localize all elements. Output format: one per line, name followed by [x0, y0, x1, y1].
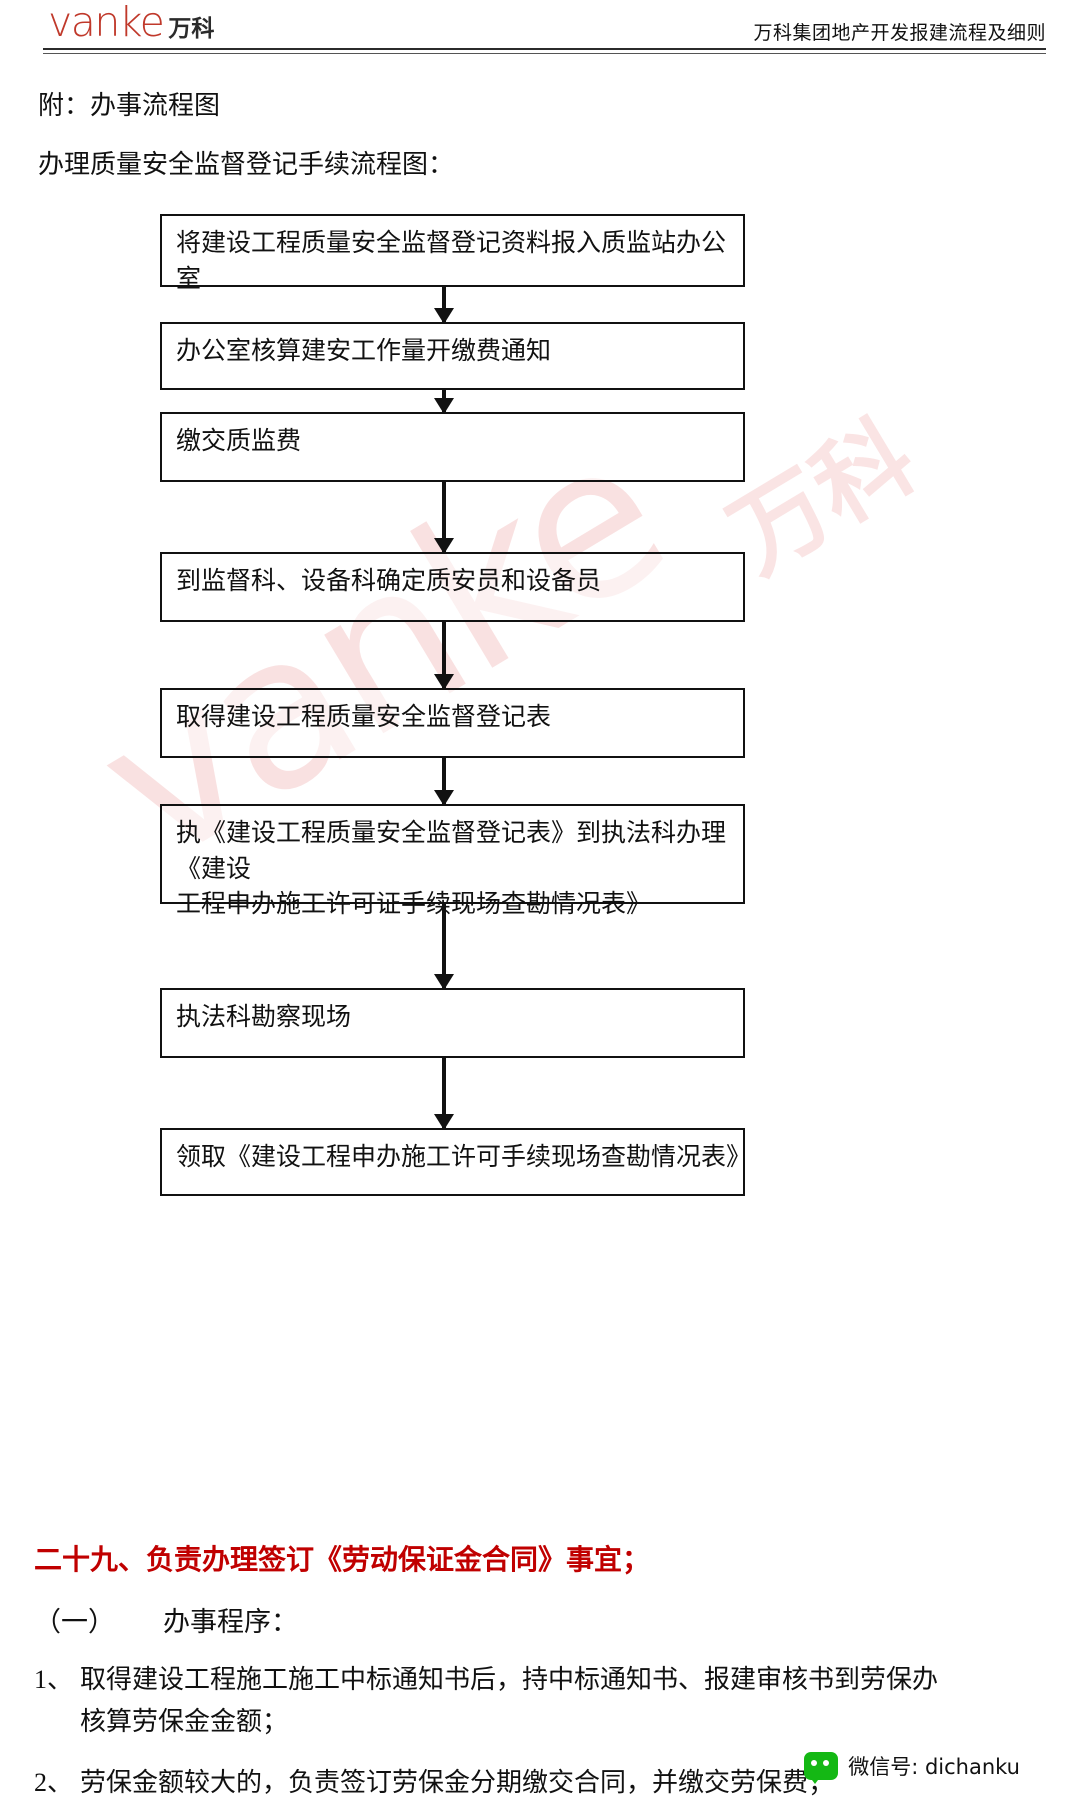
- flow-node-4-label: 到监督科、设备科确定质安员和设备员: [176, 568, 602, 595]
- section-item-2-number: 2、: [34, 1768, 74, 1798]
- flow-node-7: 执法科勘察现场: [160, 988, 745, 1058]
- logo-latin-text: vanke: [48, 0, 165, 46]
- logo-chinese-text: 万科: [168, 16, 215, 42]
- header-divider-thin: [43, 53, 1046, 54]
- intro-line-flowchart-title: 办理质量安全监督登记手续流程图：: [38, 150, 455, 179]
- section-item-1-number: 1、: [34, 1665, 74, 1694]
- flow-arrow-4-5: [434, 622, 454, 690]
- section-subheading-label: （一）: [34, 1607, 115, 1637]
- section-subheading-text: 办事程序：: [163, 1607, 298, 1637]
- section-item-1: 1、取得建设工程施工施工中标通知书后，持中标通知书、报建审核书到劳保办 核算劳保…: [34, 1659, 1046, 1742]
- flow-node-3: 缴交质监费: [160, 412, 745, 482]
- vanke-logo: vanke 万科: [48, 2, 214, 43]
- flow-arrow-2-3: [434, 390, 454, 414]
- flow-node-8-label: 领取《建设工程申办施工许可手续现场查勘情况表》: [176, 1144, 752, 1171]
- flow-node-6: 执《建设工程质量安全监督登记表》到执法科办理《建设 工程申办施工许可证手续现场查…: [160, 804, 745, 918]
- wechat-icon: [804, 1752, 839, 1784]
- flow-node-5-label: 取得建设工程质量安全监督登记表: [176, 704, 552, 731]
- flow-node-1: 将建设工程质量安全监督登记资料报入质监站办公室: [160, 214, 745, 293]
- intro-line-attachment: 附：办事流程图: [38, 91, 221, 120]
- page-header: vanke 万科 万科集团地产开发报建流程及细则: [0, 0, 1080, 56]
- header-divider-thick: [43, 48, 1046, 50]
- page-footer: 微信号: dichanku: [804, 1751, 1020, 1784]
- section-item-2-line1: 劳保金额较大的，负责签订劳保金分期缴交合同，并缴交劳保费；: [80, 1768, 835, 1798]
- section-item-2: 2、劳保金额较大的，负责签订劳保金分期缴交合同，并缴交劳保费；: [34, 1762, 1046, 1804]
- section-heading: 二十九、负责办理签订《劳动保证金合同》事宜；: [34, 1543, 651, 1576]
- header-document-title: 万科集团地产开发报建流程及细则: [753, 22, 1046, 44]
- flow-node-6-label: 执《建设工程质量安全监督登记表》到执法科办理《建设 工程申办施工许可证手续现场查…: [176, 820, 727, 918]
- flow-arrow-5-6: [434, 758, 454, 806]
- flow-arrow-7-8: [434, 1058, 454, 1130]
- section-item-1-line1: 取得建设工程施工施工中标通知书后，持中标通知书、报建审核书到劳保办: [80, 1665, 939, 1694]
- flow-node-1-label: 将建设工程质量安全监督登记资料报入质监站办公室: [176, 230, 727, 293]
- footer-wechat-id: 微信号: dichanku: [848, 1755, 1020, 1779]
- section-block: 二十九、负责办理签订《劳动保证金合同》事宜； （一） 办事程序： 1、取得建设工程…: [34, 1538, 1046, 1804]
- flow-arrow-6-7: [434, 904, 454, 990]
- flow-node-2: 办公室核算建安工作量开缴费通知: [160, 322, 745, 390]
- section-subheading: （一） 办事程序：: [34, 1600, 1046, 1639]
- flow-node-7-label: 执法科勘察现场: [176, 1004, 352, 1031]
- flow-node-2-label: 办公室核算建安工作量开缴费通知: [176, 338, 552, 365]
- flow-arrow-3-4: [434, 482, 454, 554]
- flow-node-5: 取得建设工程质量安全监督登记表: [160, 688, 745, 758]
- flow-arrow-1-2: [434, 287, 454, 324]
- flow-node-3-label: 缴交质监费: [176, 428, 302, 455]
- page-content: 附：办事流程图 办理质量安全监督登记手续流程图： 将建设工程质量安全监督登记资料…: [0, 86, 1080, 1797]
- flow-node-8: 领取《建设工程申办施工许可手续现场查勘情况表》: [160, 1128, 752, 1196]
- section-item-1-line2: 核算劳保金金额；: [80, 1706, 289, 1736]
- flow-node-4: 到监督科、设备科确定质安员和设备员: [160, 552, 745, 622]
